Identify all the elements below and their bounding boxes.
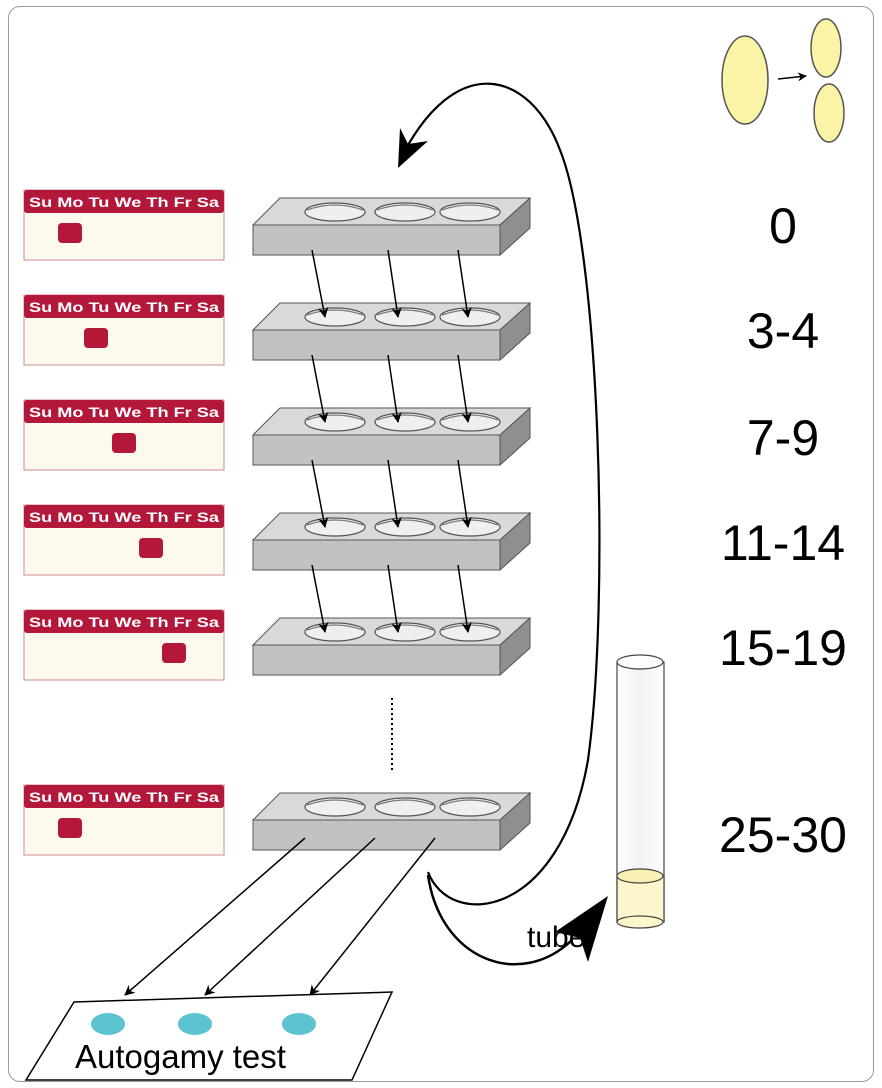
calendar-days-label: Su Mo Tu We Th Fr Sa — [29, 194, 219, 210]
transfer-arrow — [387, 249, 402, 319]
plate-well — [374, 202, 436, 222]
culture-plate — [251, 406, 532, 467]
autogamy-slide — [24, 991, 394, 1081]
calendar-header — [24, 190, 224, 213]
calendar-card: Su Mo Tu We Th Fr Sa — [23, 504, 225, 576]
plate-well — [304, 202, 366, 222]
marked-day-marker — [84, 328, 108, 348]
day-range-label: 0 — [769, 198, 797, 254]
transfer-arrow — [457, 249, 472, 319]
calendar-header — [24, 610, 224, 633]
calendars: Su Mo Tu We Th Fr Sa Su Mo Tu We Th Fr Sa… — [23, 189, 225, 856]
marked-day-marker — [139, 538, 163, 558]
day-range-label: 11-14 — [721, 515, 845, 571]
transfer-arrow — [311, 354, 329, 424]
loop-back-arrow — [399, 82, 601, 906]
plate-well — [304, 412, 366, 432]
plate-well — [439, 797, 501, 817]
marked-day-marker — [58, 223, 82, 243]
culture-plate — [251, 791, 532, 852]
day-range-label: 3-4 — [747, 303, 819, 359]
plate-well — [374, 412, 436, 432]
plates — [251, 196, 532, 852]
plate-well — [304, 622, 366, 642]
calendar-days-label: Su Mo Tu We Th Fr Sa — [29, 509, 219, 525]
autogamy-transfer-arrows — [124, 837, 436, 996]
plate-well — [304, 307, 366, 327]
plate-well — [439, 517, 501, 537]
marked-day-marker — [112, 433, 136, 453]
day-range-label: 15-19 — [719, 620, 847, 676]
calendar-card: Su Mo Tu We Th Fr Sa — [23, 189, 225, 261]
transfer-arrow — [311, 564, 329, 634]
sample-spot — [282, 1013, 316, 1035]
plate-well — [374, 622, 436, 642]
to-tube-arrowhead — [555, 896, 608, 962]
culture-plate — [251, 301, 532, 362]
marked-day-marker — [162, 643, 186, 663]
transfer-arrow — [457, 354, 472, 424]
culture-plate — [251, 616, 532, 677]
sample-spot — [91, 1013, 125, 1035]
plate-well — [304, 517, 366, 537]
calendar-header — [24, 295, 224, 318]
calendar-header — [24, 785, 224, 808]
calendar-days-label: Su Mo Tu We Th Fr Sa — [29, 299, 219, 315]
calendar-card: Su Mo Tu We Th Fr Sa — [23, 294, 225, 366]
plate-well — [374, 307, 436, 327]
tube-label: tube — [527, 921, 585, 954]
calendar-days-label: Su Mo Tu We Th Fr Sa — [29, 404, 219, 420]
marked-day-marker — [58, 818, 82, 838]
calendar-header — [24, 505, 224, 528]
to-tube-arrow — [426, 874, 573, 966]
plate-well — [374, 517, 436, 537]
plate-well — [439, 622, 501, 642]
transfer-arrow — [387, 459, 402, 529]
transfer-arrow — [457, 564, 472, 634]
plate-well — [304, 797, 366, 817]
sample-spot — [178, 1013, 212, 1035]
calendar-days-label: Su Mo Tu We Th Fr Sa — [29, 789, 219, 805]
calendar-card: Su Mo Tu We Th Fr Sa — [23, 784, 225, 856]
calendar-days-label: Su Mo Tu We Th Fr Sa — [29, 614, 219, 630]
plate-well — [439, 202, 501, 222]
transfer-arrow — [311, 249, 329, 319]
culture-plate — [251, 511, 532, 572]
calendar-header — [24, 400, 224, 423]
culture-plate — [251, 196, 532, 257]
culture-tube — [616, 654, 665, 929]
calendar-card: Su Mo Tu We Th Fr Sa — [23, 399, 225, 471]
day-range-label: 7-9 — [747, 410, 819, 466]
plate-well — [439, 412, 501, 432]
transfer-arrow — [311, 459, 329, 529]
transfer-arrow — [457, 459, 472, 529]
calendar-card: Su Mo Tu We Th Fr Sa — [23, 609, 225, 681]
day-range-label: 25-30 — [719, 807, 847, 863]
plate-well — [374, 797, 436, 817]
cell-division-icon — [721, 18, 845, 143]
transfer-arrow — [387, 564, 402, 634]
transfer-arrows — [311, 249, 472, 634]
transfer-arrow — [387, 354, 402, 424]
time-labels: 0 3-4 7-9 11-14 15-19 25-30 — [719, 198, 847, 863]
plate-well — [439, 307, 501, 327]
autogamy-test-label: Autogamy test — [75, 1038, 286, 1075]
loop-back-arrowhead — [398, 128, 428, 168]
